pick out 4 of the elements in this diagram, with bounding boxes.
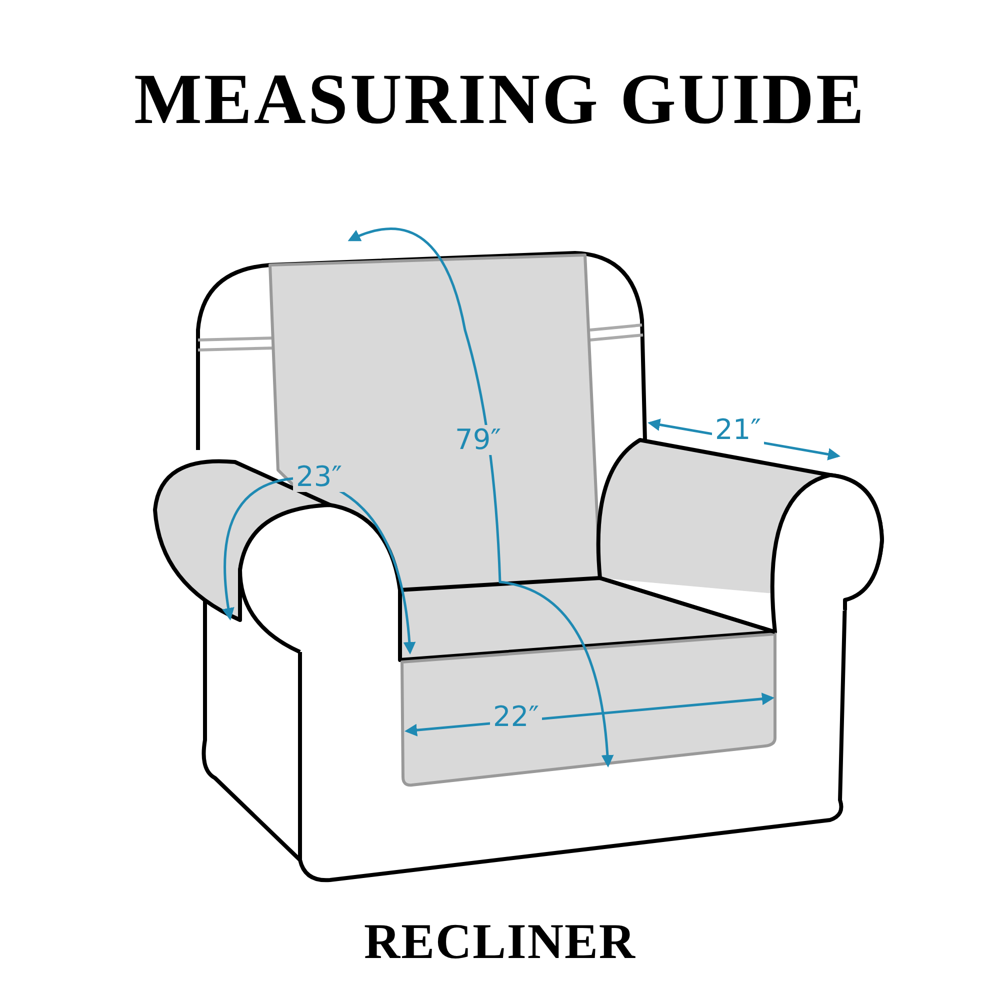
caption: RECLINER [363, 912, 637, 970]
dimension-label: 21″ [712, 415, 764, 445]
title: MEASURING GUIDE [132, 58, 868, 141]
dimension-label: 23″ [293, 462, 346, 492]
